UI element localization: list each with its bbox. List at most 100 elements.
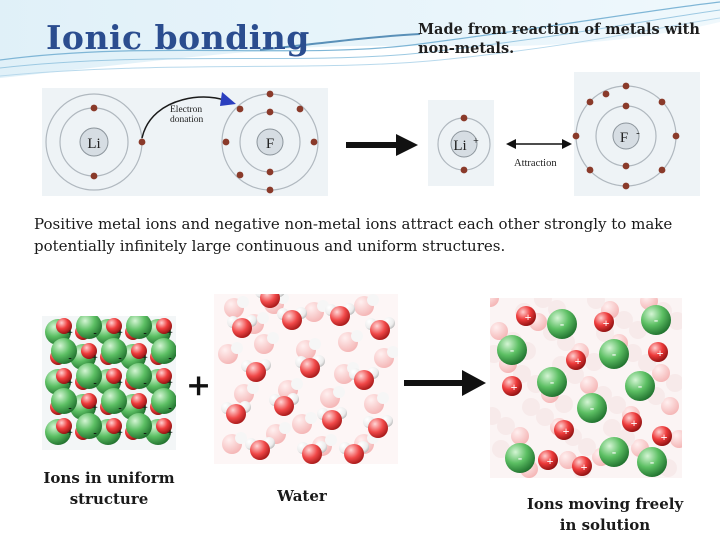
- cation: [516, 306, 536, 326]
- electron: [586, 166, 594, 174]
- faded-hydrogen: [291, 378, 303, 390]
- water-molecule: [317, 407, 347, 430]
- negative-sign: -: [118, 353, 121, 364]
- faded-water: [603, 419, 621, 437]
- faded-hydrogen: [267, 332, 279, 344]
- oxygen-atom: [282, 310, 302, 330]
- faded-water: [666, 374, 682, 392]
- water-molecule: [269, 393, 299, 416]
- anion: [101, 338, 127, 364]
- faded-hydrogen: [305, 412, 317, 424]
- anion: [641, 305, 671, 335]
- lithium-ion-charge: +: [473, 136, 479, 147]
- cation: [156, 368, 172, 384]
- faded-water: [497, 417, 515, 435]
- water-molecule: [297, 441, 327, 464]
- water-molecules: [218, 294, 398, 464]
- oxygen-atom: [368, 418, 388, 438]
- faded-hydrogen: [325, 434, 337, 446]
- donation-label-line2: donation: [170, 115, 203, 125]
- water-molecule: [349, 367, 379, 390]
- water-molecule: [255, 294, 285, 308]
- faded-water: [578, 438, 596, 456]
- anion: [76, 363, 102, 389]
- faded-water: [534, 298, 552, 308]
- faded-water: [580, 376, 598, 394]
- negative-sign: -: [650, 454, 654, 469]
- cation: [156, 318, 172, 334]
- negative-sign: -: [93, 428, 96, 439]
- faded-water: [566, 366, 584, 384]
- electron: [90, 172, 98, 180]
- anion: [126, 413, 152, 439]
- caption-water: Water: [277, 487, 327, 505]
- oxygen-atom: [274, 396, 294, 416]
- negative-sign: -: [590, 400, 594, 415]
- electron: [266, 108, 274, 116]
- faded-hydrogen: [333, 386, 345, 398]
- cation: [554, 420, 574, 440]
- anion: [151, 338, 176, 364]
- positive-sign: +: [117, 428, 123, 439]
- oxygen-atom: [344, 444, 364, 464]
- electron: [138, 138, 146, 146]
- oxygen-atom: [300, 358, 320, 378]
- faded-water: [490, 322, 508, 340]
- anion: [637, 447, 667, 477]
- anion: [505, 443, 535, 473]
- negative-sign: -: [68, 403, 71, 414]
- electron: [460, 166, 468, 174]
- solution-ions: +-+--+-++---+++-++--: [497, 305, 672, 477]
- faded-water: [511, 427, 529, 445]
- positive-sign: +: [575, 354, 582, 368]
- faded-hydrogen: [231, 342, 243, 354]
- negative-sign: -: [654, 312, 658, 327]
- faded-water: [522, 398, 540, 416]
- faded-water: [490, 298, 499, 307]
- positive-sign: +: [67, 428, 73, 439]
- faded-hydrogen: [247, 382, 259, 394]
- electron: [236, 105, 244, 113]
- water-molecule: [363, 415, 393, 438]
- anion: [625, 371, 655, 401]
- anion: [537, 367, 567, 397]
- oxygen-atom: [232, 318, 252, 338]
- faded-water: [615, 311, 633, 329]
- anion: [126, 316, 152, 339]
- positive-sign: +: [167, 378, 173, 389]
- negative-sign: -: [518, 450, 522, 465]
- negative-sign: -: [118, 403, 121, 414]
- cation: [594, 312, 614, 332]
- negative-sign: -: [612, 346, 616, 361]
- electron: [90, 104, 98, 112]
- anion: [577, 393, 607, 423]
- oxygen-atom: [370, 320, 390, 340]
- ions-diagram: Li + F - Attraction: [428, 72, 700, 196]
- donation-label-line1: Electron: [170, 105, 202, 115]
- faded-hydrogen: [367, 294, 379, 306]
- faded-water: [670, 430, 682, 448]
- anion: [76, 413, 102, 439]
- negative-sign: -: [93, 378, 96, 389]
- faded-hydrogen: [257, 312, 269, 324]
- ionic-lattice-diagram: +-+-+-+-+-+-+-+-+-+-+-+-+: [42, 316, 176, 450]
- cation: [81, 393, 97, 409]
- positive-sign: +: [167, 428, 173, 439]
- oxygen-atom: [330, 306, 350, 326]
- electron: [658, 166, 666, 174]
- anion: [101, 388, 127, 414]
- cation: [648, 342, 668, 362]
- positive-sign: +: [563, 424, 570, 438]
- neutral-atoms-diagram: Li F Electron donation: [42, 88, 328, 196]
- faded-water: [555, 395, 573, 413]
- electron: [266, 168, 274, 176]
- lithium-ion: Li +: [437, 114, 491, 174]
- anion: [51, 388, 77, 414]
- negative-sign: -: [638, 378, 642, 393]
- positive-sign: +: [92, 403, 98, 414]
- water-molecule: [221, 401, 251, 424]
- electron: [266, 90, 274, 98]
- water-molecule: [245, 437, 275, 460]
- negative-sign: -: [143, 428, 146, 439]
- fluoride-ion-charge: -: [636, 127, 640, 139]
